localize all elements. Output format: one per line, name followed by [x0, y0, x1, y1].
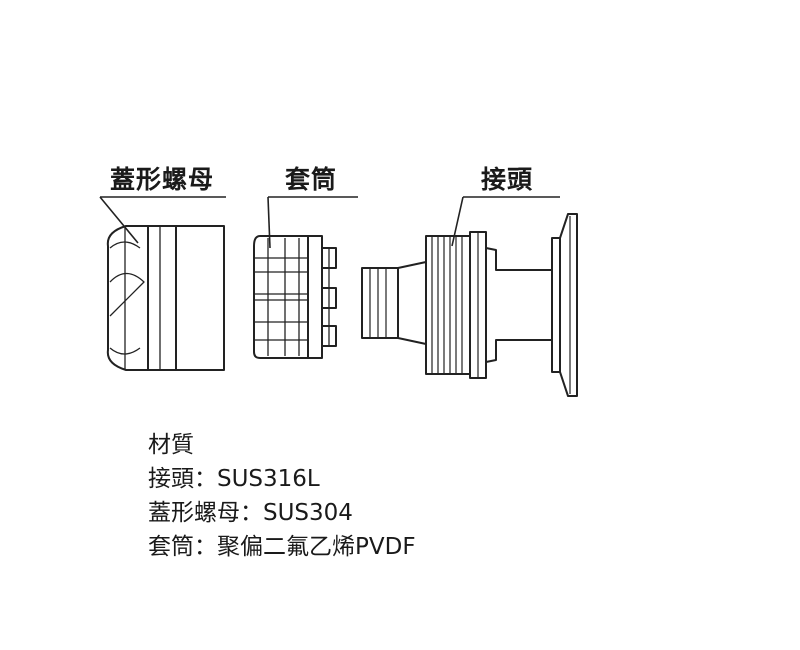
sleeve-leader-diagonal — [267, 196, 271, 249]
cap-nut-hex-facet-top — [109, 241, 141, 249]
nut-leader-diagonal — [99, 196, 139, 244]
sleeve-callout-label: 套筒 — [285, 165, 338, 194]
materials-line-sleeve: 套筒：聚偏二氟乙烯PVDF — [148, 534, 416, 560]
fitting-body-upper — [485, 246, 553, 271]
sleeve-drawing — [253, 235, 337, 359]
materials-line-fitting: 接頭：SUS316L — [148, 466, 320, 492]
materials-list: 材質 接頭：SUS316L 蓋形螺母：SUS304 套筒：聚偏二氟乙烯PVDF — [148, 428, 416, 564]
fitting-body-ring — [551, 237, 561, 373]
cap-nut-drawing — [106, 225, 225, 371]
cap-nut-hex-facet-middle — [109, 272, 145, 317]
cap-nut-collar — [147, 225, 177, 371]
fitting-callout-label: 接頭 — [481, 165, 534, 194]
materials-line-cap-nut: 蓋形螺母：SUS304 — [148, 500, 353, 526]
fitting-clamp-flange — [559, 213, 578, 397]
cap-nut-barrel — [175, 225, 225, 371]
cap-nut-hex-facet-bottom — [109, 347, 141, 355]
fitting-body-lower — [485, 339, 553, 364]
fitting-leader-diagonal — [451, 196, 464, 247]
cap-nut-callout-label: 蓋形螺母 — [110, 165, 215, 194]
sleeve-flange — [307, 235, 323, 359]
leader-lines — [99, 196, 560, 249]
fitting-tube-stub — [361, 267, 399, 339]
materials-heading: 材質 — [148, 432, 194, 458]
fitting-neck — [397, 261, 427, 345]
fitting-drawing — [361, 213, 578, 397]
